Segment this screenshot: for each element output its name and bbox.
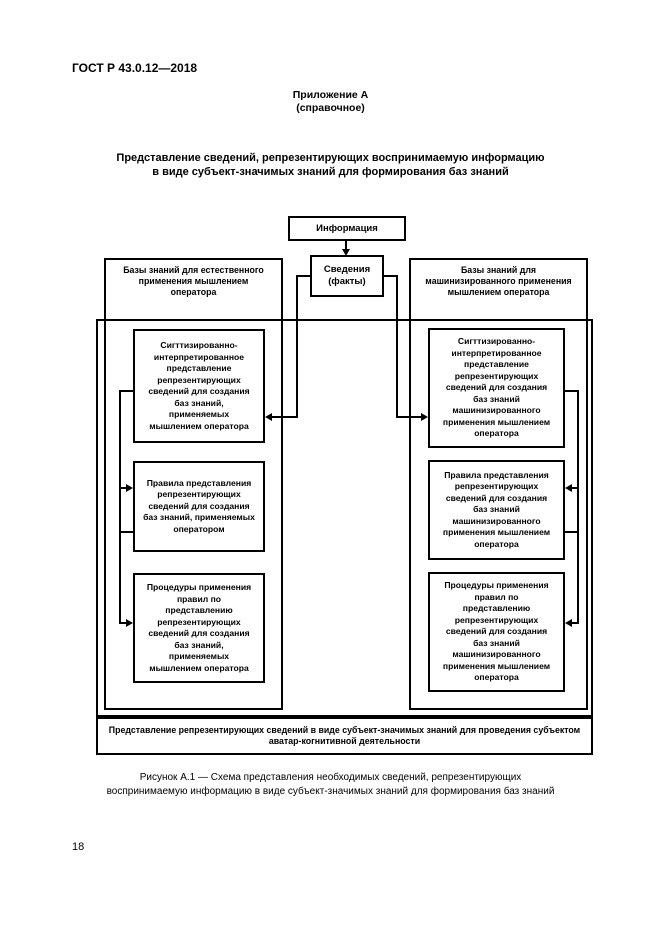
left-bus-vertical bbox=[119, 390, 121, 624]
connector-info-to-facts bbox=[345, 241, 347, 250]
right-arrow-box3-line bbox=[571, 622, 578, 624]
connector-facts-right-stub bbox=[382, 275, 398, 277]
arrowhead-down-icon bbox=[342, 249, 350, 256]
arrowhead-left-icon bbox=[565, 484, 572, 492]
arrowhead-right-icon bbox=[126, 484, 133, 492]
left-box-representation-label: Сигттизированно- интерпретированное пред… bbox=[148, 340, 250, 431]
left-column-container: Базы знаний для естественного применения… bbox=[104, 258, 283, 710]
right-box-procedures-label: Процедуры применения правил по представл… bbox=[442, 580, 551, 683]
connector-facts-left-stub bbox=[296, 275, 312, 277]
bottom-summary-label: Представление репрезентирующих сведений … bbox=[108, 725, 581, 746]
right-box-representation: Сигттизированно- интерпретированное пред… bbox=[428, 328, 565, 448]
right-box2-exit-line bbox=[563, 531, 579, 533]
arrowhead-right-icon bbox=[421, 413, 428, 421]
left-box-rules: Правила представления репрезентирующих с… bbox=[133, 461, 265, 552]
right-arrow-box2-line bbox=[571, 487, 578, 489]
right-column-container: Базы знаний для машинизированного примен… bbox=[409, 258, 588, 710]
left-arrow-box3-line bbox=[121, 622, 128, 624]
node-information: Информация bbox=[288, 216, 406, 241]
node-facts-label: Сведения (факты) bbox=[323, 264, 371, 287]
right-bus-vertical bbox=[577, 390, 579, 624]
left-arrow-box2-line bbox=[121, 487, 128, 489]
bottom-summary-box: Представление репрезентирующих сведений … bbox=[96, 717, 593, 755]
right-box1-exit-line bbox=[563, 390, 579, 392]
connector-facts-right-vertical bbox=[396, 275, 398, 418]
node-facts: Сведения (факты) bbox=[310, 255, 384, 297]
left-box1-exit-line bbox=[119, 390, 135, 392]
left-box-procedures: Процедуры применения правил по представл… bbox=[133, 573, 265, 683]
connector-facts-left-horizontal bbox=[271, 416, 298, 418]
page-number: 18 bbox=[72, 841, 85, 853]
connector-facts-left-vertical bbox=[296, 275, 298, 418]
figure-caption: Рисунок А.1 — Схема представления необхо… bbox=[106, 772, 555, 797]
right-box-procedures: Процедуры применения правил по представл… bbox=[428, 572, 565, 692]
right-box-rules: Правила представления репрезентирующих с… bbox=[428, 460, 565, 560]
doc-number: ГОСТ Р 43.0.12—2018 bbox=[72, 61, 198, 75]
annex-type: (справочное) bbox=[296, 102, 365, 114]
connector-facts-right-horizontal bbox=[396, 416, 422, 418]
right-column-header: Базы знаний для машинизированного примен… bbox=[425, 265, 572, 297]
node-information-label: Информация bbox=[316, 222, 378, 234]
annex-label: Приложение А bbox=[292, 89, 369, 101]
arrowhead-left-icon bbox=[565, 619, 572, 627]
left-box-procedures-label: Процедуры применения правил по представл… bbox=[146, 582, 252, 673]
left-column-header: Базы знаний для естественного применения… bbox=[123, 265, 264, 297]
right-box-representation-label: Сигттизированно- интерпретированное пред… bbox=[442, 336, 551, 439]
left-box-representation: Сигттизированно- интерпретированное пред… bbox=[133, 329, 265, 443]
right-box-rules-label: Правила представления репрезентирующих с… bbox=[442, 469, 551, 549]
figure-title: Представление сведений, репрезентирующих… bbox=[116, 152, 545, 178]
arrowhead-left-icon bbox=[265, 413, 272, 421]
left-box2-exit-line bbox=[119, 531, 135, 533]
left-box-rules-label: Правила представления репрезентирующих с… bbox=[143, 477, 255, 534]
outer-frame bbox=[96, 319, 593, 717]
arrowhead-right-icon bbox=[126, 619, 133, 627]
